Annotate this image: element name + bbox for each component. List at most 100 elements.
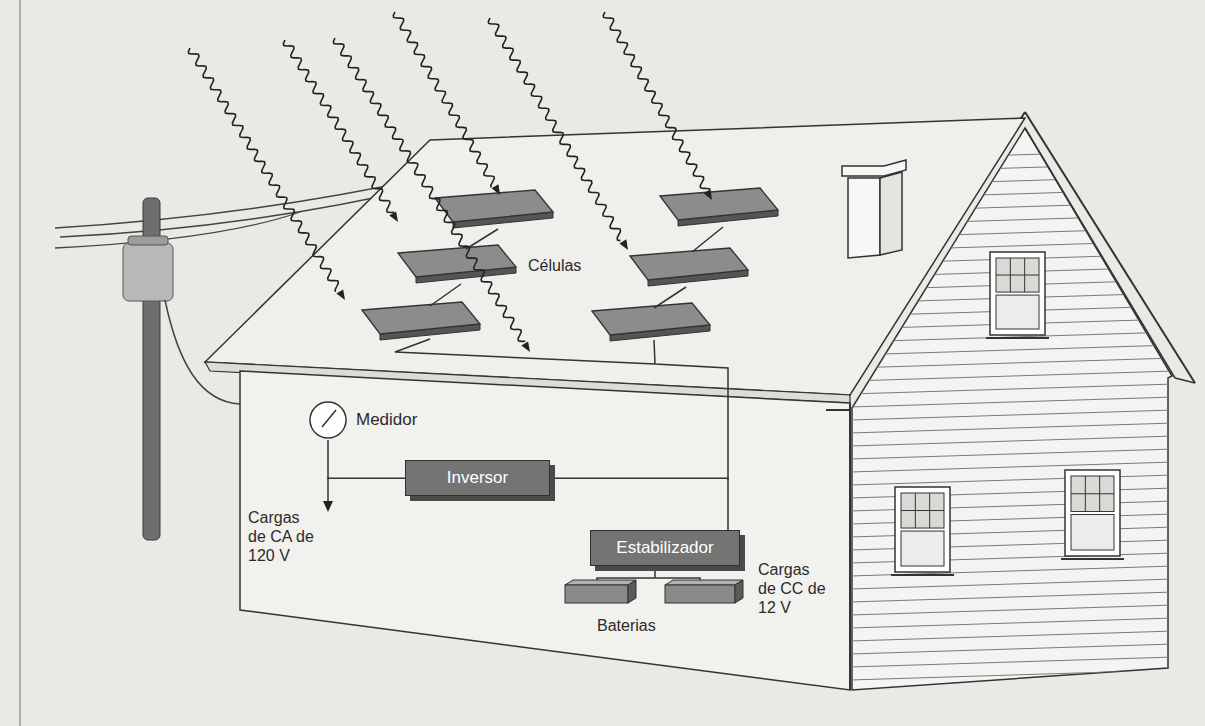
sun-ray <box>488 18 620 241</box>
window <box>986 337 1049 339</box>
solar-cell <box>592 303 710 335</box>
siding-lines <box>850 657 1175 667</box>
front-wall <box>240 371 850 690</box>
siding-lines <box>850 423 1175 433</box>
siding-lines <box>850 670 1175 680</box>
sun-ray <box>389 211 398 222</box>
house-gable-wall <box>1175 378 1195 383</box>
page-edge <box>20 0 21 726</box>
sun-ray <box>393 12 494 187</box>
house-gable-wall <box>832 112 1195 706</box>
siding-lines <box>850 683 1175 693</box>
page-edge <box>19 0 21 726</box>
siding-lines <box>850 631 1175 641</box>
cell-wiring <box>395 227 728 480</box>
meter-node: Medidor <box>308 400 417 440</box>
window <box>1071 493 1114 494</box>
battery <box>565 580 636 585</box>
node-text: Medidor <box>356 410 417 430</box>
sun-ray <box>603 12 710 189</box>
house-gable-wall <box>852 128 1172 690</box>
siding-lines <box>850 475 1175 485</box>
window <box>1065 470 1120 556</box>
part-label: Células <box>528 256 581 275</box>
siding-lines <box>850 345 1175 355</box>
utility-pole <box>128 236 168 245</box>
siding-lines <box>850 449 1175 459</box>
siding-lines <box>850 384 1175 394</box>
window <box>1071 515 1114 550</box>
wire-connector <box>550 478 728 530</box>
utility-pole <box>55 212 300 248</box>
wire-connector <box>328 440 405 478</box>
house-gable-wall <box>1025 128 1175 378</box>
siding-lines <box>850 618 1175 628</box>
part-label: Baterias <box>597 616 656 635</box>
chimney <box>848 178 880 258</box>
siding-lines <box>850 462 1175 472</box>
sun-ray <box>333 38 525 341</box>
front-wall <box>240 371 850 690</box>
chimney <box>842 160 906 258</box>
window <box>901 493 944 528</box>
front-wall <box>826 404 850 690</box>
siding-lines <box>850 397 1175 407</box>
window <box>996 295 1039 329</box>
meter-wiring <box>327 477 329 502</box>
battery <box>665 585 735 603</box>
sun-ray <box>521 341 530 352</box>
inverter-box: Inversor <box>405 460 550 496</box>
window <box>1071 476 1114 512</box>
meter-symbol <box>308 400 348 440</box>
siding-lines <box>850 371 1175 381</box>
meter-needle <box>322 410 336 427</box>
roof <box>205 118 1025 403</box>
battery <box>565 571 743 603</box>
sun-ray <box>492 184 500 195</box>
battery <box>565 585 628 603</box>
utility-pole <box>123 243 173 301</box>
chimney <box>842 160 906 176</box>
sun-ray <box>336 289 345 300</box>
load-label: Cargas de CA de 120 V <box>248 508 320 566</box>
house-gable-wall <box>1025 112 1195 383</box>
sun-ray <box>704 189 712 200</box>
sun-ray <box>619 239 628 250</box>
window <box>891 574 954 576</box>
battery <box>735 580 743 603</box>
cell-wiring <box>395 339 728 480</box>
window <box>1061 558 1124 560</box>
node-text: Inversor <box>447 468 508 487</box>
siding-lines <box>850 644 1175 654</box>
siding-lines <box>850 410 1175 420</box>
window <box>901 510 944 511</box>
window <box>990 252 1045 335</box>
battery <box>628 580 636 603</box>
solar-cell <box>398 245 516 277</box>
window <box>891 252 1124 575</box>
solar-cell <box>362 302 480 334</box>
window <box>901 531 944 566</box>
siding-lines <box>850 696 1175 706</box>
siding-lines <box>850 579 1175 589</box>
roof <box>205 118 1025 395</box>
solar-cell <box>630 248 748 280</box>
window <box>895 487 950 572</box>
solar-cell <box>660 188 778 220</box>
chimney <box>880 172 902 255</box>
meter-wiring <box>323 477 333 512</box>
siding-lines <box>850 592 1175 602</box>
stabilizer-box: Estabilizador <box>590 530 740 566</box>
solar-cell <box>362 188 778 341</box>
window <box>996 275 1039 276</box>
sun-ray <box>283 40 394 213</box>
siding-lines <box>850 605 1175 615</box>
meter-dial <box>310 402 346 438</box>
siding-lines <box>850 358 1175 368</box>
sun-ray <box>188 12 712 352</box>
node-text: Estabilizador <box>616 538 713 557</box>
window <box>996 258 1039 292</box>
solar-cell <box>435 190 553 222</box>
siding-lines <box>850 150 1175 706</box>
siding-lines <box>850 436 1175 446</box>
